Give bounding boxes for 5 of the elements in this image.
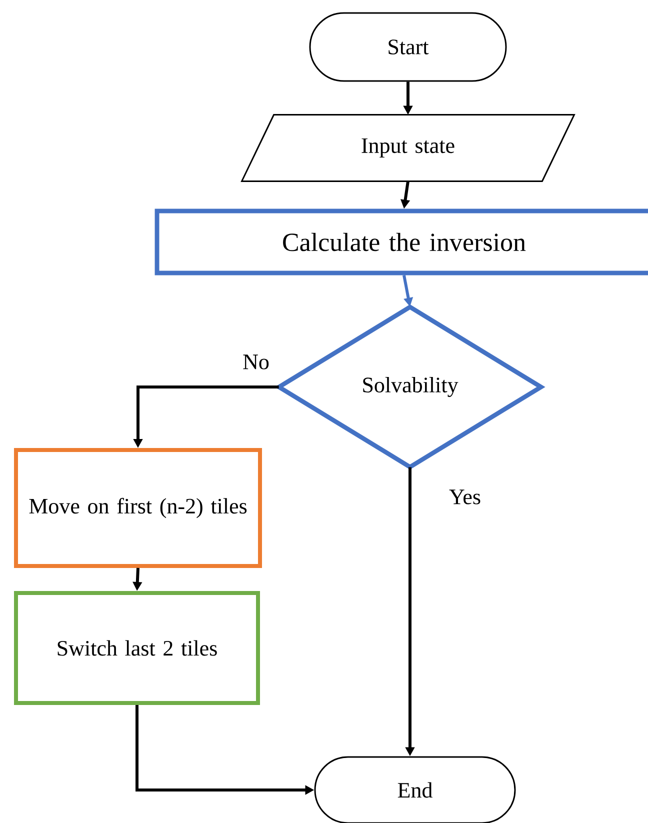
edge-label: No (242, 354, 270, 370)
process-box: Calculate the inversion (154, 208, 648, 276)
process-box: Switch last 2 tiles (14, 591, 260, 705)
edge-label: Yes (448, 488, 482, 506)
process-box: Move on first (n-2) tiles (14, 448, 262, 568)
